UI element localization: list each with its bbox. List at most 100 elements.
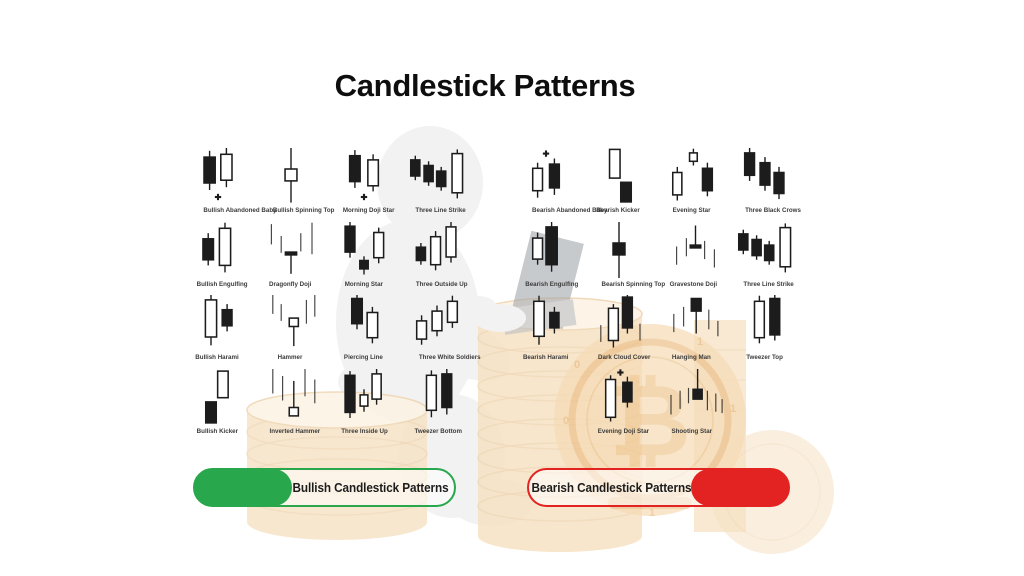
- candlestick-glyph: [270, 222, 313, 274]
- candlestick-glyph: [343, 221, 384, 274]
- pattern-cell: Morning Star: [327, 221, 400, 296]
- pattern-cell: Bearish Spinning Top: [582, 221, 666, 296]
- candlestick-glyph: [343, 368, 382, 418]
- pattern-cell: Hammer: [254, 295, 327, 369]
- pattern-cell: Piercing Line: [327, 295, 400, 369]
- pattern-cell: Dragonfly Doji: [254, 222, 327, 296]
- pattern-label: Tweezer Bottom: [414, 427, 462, 435]
- pattern-cell: Bullish Spinning Top: [254, 148, 335, 222]
- pattern-label: Bearish Abandoned Baby: [532, 207, 608, 214]
- candlestick-glyph: [531, 150, 560, 198]
- bearish-button-red-fill: [691, 469, 789, 506]
- pattern-label: Tweezer Top: [746, 354, 783, 361]
- pattern-label: Bullish Abandoned Baby: [203, 207, 277, 214]
- pattern-cell: Evening Star: [655, 148, 728, 222]
- pattern-label: Bullish Spinning Top: [272, 207, 335, 214]
- candlestick-glyph: [753, 295, 780, 344]
- candlestick-glyph: [737, 222, 791, 272]
- bearish-patterns-button[interactable]: Bearish Candlestick Patterns: [527, 468, 790, 507]
- pattern-label: Morning Star: [344, 280, 383, 288]
- pattern-cell: Bullish Engulfing: [181, 222, 254, 296]
- bullish-button-label: Bullish Candlestick Patterns: [292, 480, 449, 495]
- candlestick-glyph: [271, 368, 315, 417]
- pattern-label: Piercing Line: [344, 354, 383, 361]
- svg-text:1: 1: [697, 336, 703, 348]
- candlestick-glyph: [669, 368, 723, 414]
- pattern-label: Three Line Strike: [415, 207, 466, 214]
- candlestick-glyph: [608, 148, 632, 203]
- svg-text:0: 0: [563, 415, 569, 427]
- page-title: Candlestick Patterns: [334, 68, 636, 103]
- pattern-label: Hanging Man: [672, 354, 711, 361]
- pattern-label: Hammer: [278, 354, 303, 361]
- candlestick-glyph: [204, 369, 229, 424]
- bullish-button-green-fill: [194, 469, 292, 506]
- pattern-cell: Three Inside Up: [327, 368, 400, 443]
- pattern-cell: Bullish Abandoned Baby: [181, 148, 277, 222]
- pattern-cell: Evening Doji Star: [582, 368, 655, 443]
- pattern-cell: Hanging Man: [655, 295, 728, 369]
- pattern-cell: Three Outside Up: [400, 221, 473, 296]
- pattern-cell: Tweezer Bottom: [400, 368, 473, 443]
- pattern-cell: Bullish Harami: [181, 295, 254, 369]
- candlestick-glyph: [532, 295, 560, 345]
- pattern-label: Bullish Engulfing: [196, 280, 248, 288]
- pattern-cell: Three Black Crows: [728, 148, 801, 222]
- candlestick-glyph: [415, 295, 458, 345]
- candlestick-glyph: [271, 295, 315, 347]
- pattern-label: Shooting Star: [671, 427, 712, 435]
- candlestick-glyph: [611, 221, 626, 278]
- pattern-label: Three Black Crows: [745, 207, 801, 214]
- pattern-label: Three White Soldiers: [418, 354, 481, 361]
- pattern-label: Inverted Hammer: [269, 427, 321, 435]
- pattern-cell: Bullish Kicker: [181, 369, 254, 443]
- candlestick-glyph: [743, 148, 785, 200]
- candlestick-glyph: [415, 221, 457, 270]
- pattern-label: Bearish Harami: [522, 354, 569, 361]
- pattern-label: Bullish Kicker: [196, 427, 239, 435]
- pattern-label: Bearish Engulfing: [525, 280, 579, 288]
- candlestick-glyph: [202, 148, 233, 201]
- pattern-label: Bullish Harami: [195, 354, 240, 361]
- pattern-cell: Three White Soldiers: [400, 295, 481, 369]
- pattern-label: Three Inside Up: [341, 427, 388, 435]
- candlestick-glyph: [348, 150, 379, 201]
- pattern-cell: Bearish Engulfing: [509, 221, 582, 296]
- candlestick-glyph: [409, 149, 463, 199]
- pattern-label: Gravestone Doji: [669, 280, 718, 288]
- bullish-patterns-button[interactable]: Bullish Candlestick Patterns: [193, 468, 456, 507]
- pattern-label: Bearish Spinning Top: [601, 280, 666, 288]
- candlestick-glyph: [672, 297, 718, 337]
- pattern-cell: Gravestone Doji: [655, 222, 728, 296]
- pattern-cell: Tweezer Top: [728, 295, 801, 369]
- candlestick-glyph: [201, 222, 231, 272]
- candlestick-glyph: [425, 368, 452, 417]
- pattern-cell: Bearish Kicker: [582, 148, 655, 222]
- figure-hand: [460, 296, 526, 332]
- pattern-cell: Dark Cloud Cover: [582, 295, 655, 369]
- candlestick-glyph: [283, 148, 298, 203]
- pattern-label: Morning Doji Star: [342, 207, 395, 214]
- pattern-label: Three Line Strike: [743, 280, 794, 288]
- pattern-cell: Bearish Abandoned Baby: [509, 148, 608, 222]
- svg-text:1: 1: [649, 507, 655, 519]
- pattern-cell: Inverted Hammer: [254, 368, 327, 443]
- pattern-label: Dark Cloud Cover: [598, 354, 651, 361]
- bearish-button-label: Bearish Candlestick Patterns: [531, 480, 692, 495]
- pattern-label: Dragonfly Doji: [269, 280, 312, 288]
- pattern-cell: Three Line Strike: [728, 222, 801, 296]
- pattern-cell: Morning Doji Star: [327, 148, 400, 222]
- pattern-cell: Three Line Strike: [400, 148, 473, 222]
- pattern-label: Three Outside Up: [415, 280, 468, 288]
- candlestick-glyph: [671, 148, 713, 201]
- pattern-cell-empty: [728, 369, 801, 443]
- candlestick-glyph: [531, 221, 558, 272]
- pattern-cell-empty: [509, 369, 582, 443]
- pattern-label: Evening Star: [672, 207, 711, 214]
- svg-text:0: 0: [574, 359, 580, 371]
- pattern-label: Bearish Kicker: [596, 207, 641, 214]
- pattern-cell: Bearish Harami: [509, 295, 582, 369]
